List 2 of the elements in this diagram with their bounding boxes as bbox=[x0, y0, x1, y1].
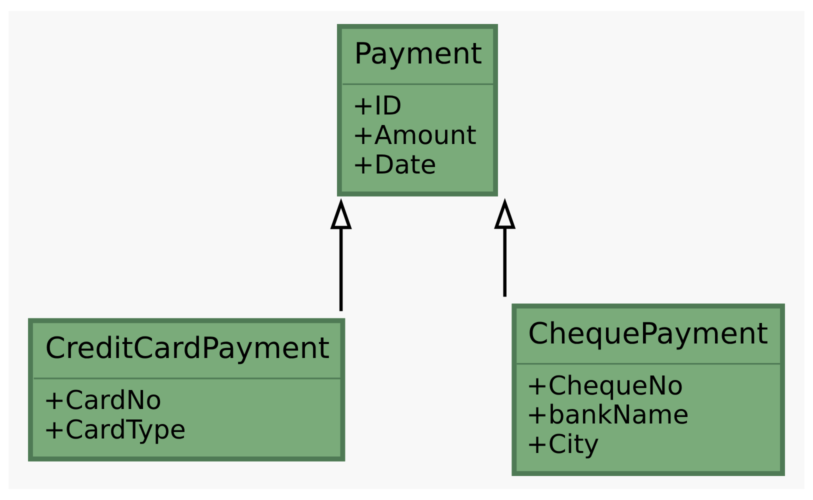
arrow bbox=[494, 198, 516, 297]
arrow bbox=[330, 198, 352, 312]
